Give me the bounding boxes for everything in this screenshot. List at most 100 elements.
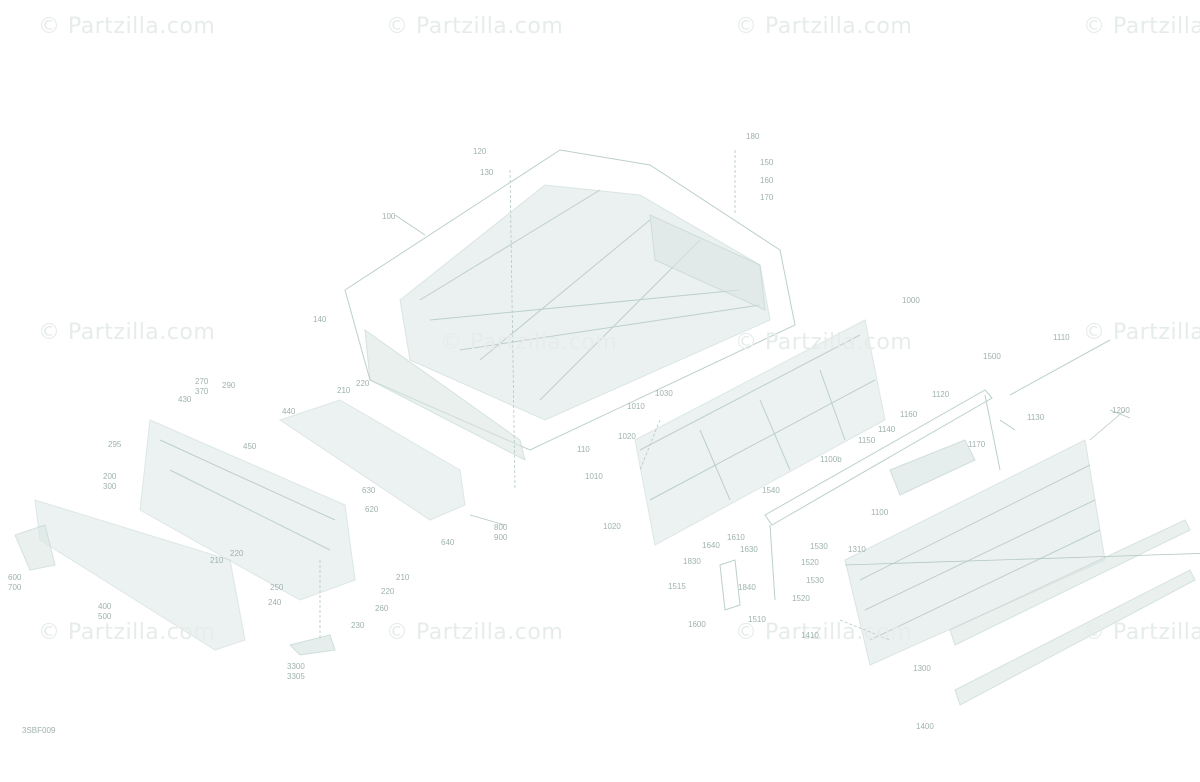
callout-label[interactable]: 270 bbox=[195, 377, 209, 386]
diagram-code: 3SBF009 bbox=[22, 726, 56, 735]
callout-label[interactable]: 100 bbox=[382, 212, 396, 221]
callout-label[interactable]: 900 bbox=[494, 533, 508, 542]
callout-label[interactable]: 370 bbox=[195, 387, 209, 396]
watermark: © Partzilla.com bbox=[38, 14, 216, 39]
callout-label[interactable]: 1110 bbox=[1053, 333, 1070, 342]
bar-1500 bbox=[764, 389, 993, 526]
part-3300 bbox=[289, 634, 336, 656]
callout-label[interactable]: 210 bbox=[337, 386, 351, 395]
callout-label[interactable]: 250 bbox=[270, 583, 284, 592]
callout-label[interactable]: 240 bbox=[268, 598, 282, 607]
callout-label[interactable]: 1830 bbox=[683, 557, 701, 566]
callout-label[interactable]: 1160 bbox=[900, 410, 918, 419]
callout-label[interactable]: 150 bbox=[760, 158, 774, 167]
callout-label[interactable]: 700 bbox=[8, 583, 22, 592]
callout-label[interactable]: 3300 bbox=[287, 662, 305, 671]
callout-label[interactable]: 1300 bbox=[913, 664, 931, 673]
callout-label[interactable]: 210 bbox=[210, 556, 224, 565]
callout-label[interactable]: 1840 bbox=[738, 583, 756, 592]
hinge-1600 bbox=[719, 559, 741, 611]
callout-label[interactable]: 220 bbox=[356, 379, 370, 388]
callout-label[interactable]: 800 bbox=[494, 523, 508, 532]
watermark: © Partzilla.com bbox=[386, 14, 564, 39]
cover-800 bbox=[278, 399, 466, 521]
callout-label[interactable]: 1010 bbox=[627, 402, 645, 411]
callout-label[interactable]: 1520 bbox=[792, 594, 810, 603]
callout-label[interactable]: 640 bbox=[441, 538, 455, 547]
callout-label[interactable]: 1170 bbox=[968, 440, 986, 449]
watermark: © Partzilla.com bbox=[735, 620, 913, 645]
callout-label[interactable]: 1600 bbox=[688, 620, 706, 629]
callout-label[interactable]: 1100 bbox=[871, 508, 889, 517]
callout-label[interactable]: 1520 bbox=[801, 558, 819, 567]
callout-label[interactable]: 1010 bbox=[585, 472, 603, 481]
watermark: © Partzilla.com bbox=[735, 330, 913, 355]
rod-1110 bbox=[1009, 339, 1111, 396]
callout-label[interactable]: 260 bbox=[375, 604, 389, 613]
callout-label[interactable]: 1500 bbox=[983, 352, 1001, 361]
callout-label[interactable]: 1610 bbox=[727, 533, 745, 542]
callout-label[interactable]: 1130 bbox=[1027, 413, 1045, 422]
callout-label[interactable]: 1310 bbox=[848, 545, 866, 554]
watermark: © Partzilla.com bbox=[440, 330, 618, 355]
callout-label[interactable]: 1410 bbox=[801, 631, 819, 640]
callout-label[interactable]: 1200 bbox=[1112, 406, 1130, 415]
callout-label[interactable]: 1530 bbox=[810, 542, 828, 551]
callout-label[interactable]: 140 bbox=[313, 315, 327, 324]
callout-label[interactable]: 1150 bbox=[858, 436, 876, 445]
callout-label[interactable]: 1400 bbox=[916, 722, 934, 731]
latch-1100 bbox=[889, 439, 976, 496]
watermark: © Partzilla.com bbox=[1083, 620, 1200, 645]
callout-label[interactable]: 1100b bbox=[820, 455, 842, 464]
callout-label[interactable]: 180 bbox=[746, 132, 760, 141]
callout-label[interactable]: 170 bbox=[760, 193, 774, 202]
side-panel-drawing bbox=[139, 419, 356, 601]
callout-label[interactable]: 160 bbox=[760, 176, 774, 185]
callout-label[interactable]: 220 bbox=[381, 587, 395, 596]
watermark: © Partzilla.com bbox=[735, 14, 913, 39]
callout-label[interactable]: 1020 bbox=[603, 522, 621, 531]
watermark: © Partzilla.com bbox=[1083, 14, 1200, 39]
cargo-box-drawing bbox=[344, 149, 796, 461]
tailgate-drawing bbox=[844, 439, 1106, 666]
trim-bar-1400 bbox=[954, 569, 1196, 706]
callout-label[interactable]: 400 bbox=[98, 602, 112, 611]
callout-label[interactable]: 1120 bbox=[932, 390, 950, 399]
callout-label[interactable]: 440 bbox=[282, 407, 296, 416]
callout-label[interactable]: 600 bbox=[8, 573, 22, 582]
callout-label[interactable]: 1515 bbox=[668, 582, 686, 591]
callout-label[interactable]: 500 bbox=[98, 612, 112, 621]
part-600 bbox=[14, 524, 56, 571]
callout-label[interactable]: 1000 bbox=[902, 296, 920, 305]
callout-label[interactable]: 630 bbox=[362, 486, 376, 495]
callout-label[interactable]: 1510 bbox=[748, 615, 766, 624]
callout-label[interactable]: 110 bbox=[577, 445, 590, 454]
callout-label[interactable]: 1540 bbox=[762, 486, 780, 495]
callout-label[interactable]: 220 bbox=[230, 549, 244, 558]
callout-label[interactable]: 300 bbox=[103, 482, 117, 491]
callout-label[interactable]: 620 bbox=[365, 505, 379, 514]
callout-label[interactable]: 230 bbox=[351, 621, 365, 630]
callout-label[interactable]: 1630 bbox=[740, 545, 758, 554]
callout-label[interactable]: 1640 bbox=[702, 541, 720, 550]
callout-label[interactable]: 1530 bbox=[806, 576, 824, 585]
callout-label[interactable]: 130 bbox=[480, 168, 494, 177]
callout-label[interactable]: 430 bbox=[178, 395, 192, 404]
callout-label[interactable]: 295 bbox=[108, 440, 122, 449]
callout-label[interactable]: 290 bbox=[222, 381, 236, 390]
callout-label[interactable]: 200 bbox=[103, 472, 117, 481]
watermark: © Partzilla.com bbox=[38, 320, 216, 345]
callout-label[interactable]: 3305 bbox=[287, 672, 305, 681]
callout-label[interactable]: 1140 bbox=[878, 425, 896, 434]
callout-label[interactable]: 1020 bbox=[618, 432, 636, 441]
front-panel-drawing bbox=[634, 319, 886, 546]
callout-label[interactable]: 450 bbox=[243, 442, 257, 451]
callout-label[interactable]: 120 bbox=[473, 147, 487, 156]
callout-label[interactable]: 1030 bbox=[655, 389, 673, 398]
watermark: © Partzilla.com bbox=[1083, 320, 1200, 345]
watermark: © Partzilla.com bbox=[38, 620, 216, 645]
callout-label[interactable]: 210 bbox=[396, 573, 410, 582]
watermark: © Partzilla.com bbox=[386, 620, 564, 645]
